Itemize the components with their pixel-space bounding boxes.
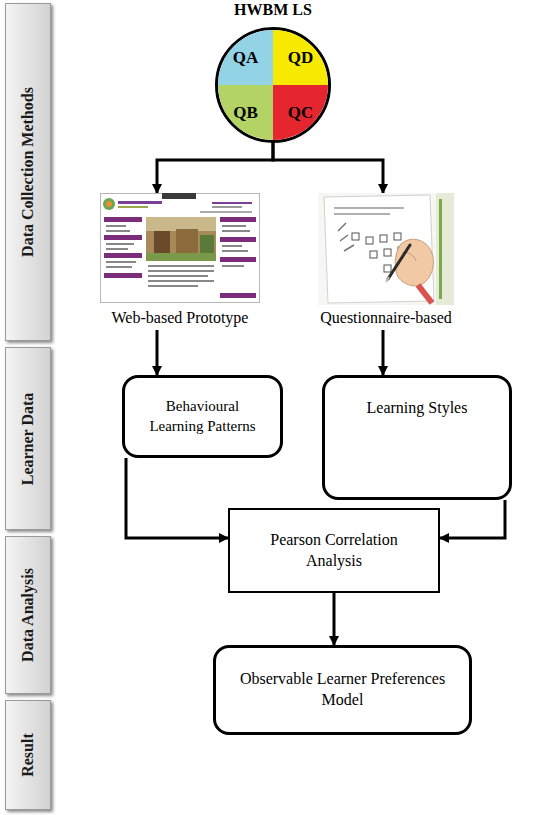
quadrant: QA xyxy=(218,30,273,85)
section-band: Result xyxy=(5,700,51,810)
quadrant-label: QB xyxy=(233,103,258,123)
questionnaire-picture xyxy=(318,193,454,305)
box-label: Behavioural Learning Patterns xyxy=(139,397,266,436)
data-box: Learning Styles xyxy=(322,375,512,500)
flow-arrow xyxy=(440,500,505,538)
quadrant-label: QA xyxy=(233,48,259,68)
section-title: Data Collection Methods xyxy=(19,87,37,257)
quadrant-label: QD xyxy=(288,48,314,68)
quadrant-label: QC xyxy=(288,103,314,123)
section-band: Data Analysis xyxy=(5,536,51,694)
result-box: Observable Learner Preferences Model xyxy=(213,645,472,735)
quadrant: QB xyxy=(218,85,273,140)
flow-arrow xyxy=(157,143,273,193)
method-figure: Web-based Prototype xyxy=(100,193,260,327)
section-band: Data Collection Methods xyxy=(5,3,51,341)
box-label: Observable Learner Preferences Model xyxy=(230,669,455,711)
section-title: Learner Data xyxy=(19,392,37,485)
model-circle: HWBM LSQAQDQBQC xyxy=(215,27,331,143)
box-label: Learning Styles xyxy=(367,398,468,419)
flow-arrow xyxy=(126,458,228,538)
section-band: Learner Data xyxy=(5,347,51,530)
quadrant: QD xyxy=(273,30,328,85)
flow-arrow xyxy=(333,593,336,645)
section-title: Result xyxy=(19,733,37,777)
method-figure: Questionnaire-based xyxy=(318,193,454,327)
figure-caption: Questionnaire-based xyxy=(298,309,474,327)
quadrant: QC xyxy=(273,85,328,140)
flow-arrow xyxy=(382,330,385,375)
process-box: Pearson Correlation Analysis xyxy=(228,508,440,593)
web-prototype-screenshot xyxy=(100,193,260,303)
flow-arrow xyxy=(156,330,159,375)
figure-caption: Web-based Prototype xyxy=(80,309,280,327)
flow-arrow xyxy=(273,143,383,193)
data-box: Behavioural Learning Patterns xyxy=(122,375,283,458)
model-title: HWBM LS xyxy=(234,1,312,19)
section-title: Data Analysis xyxy=(19,568,37,662)
box-label: Pearson Correlation Analysis xyxy=(244,530,424,572)
